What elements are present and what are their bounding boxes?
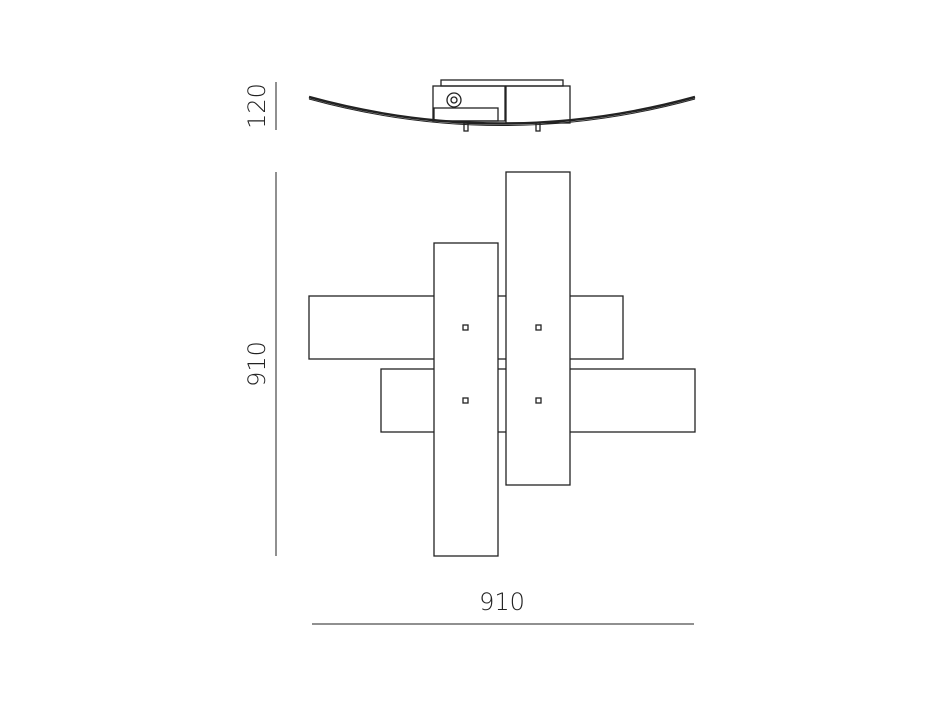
canopy-top xyxy=(440,79,564,87)
driver-box-right xyxy=(505,85,571,124)
front-height-label: 910 xyxy=(243,341,271,387)
front-view xyxy=(308,171,696,557)
driver-box-left xyxy=(432,85,506,122)
side-height-label: 120 xyxy=(243,83,271,129)
connector-icon xyxy=(446,92,462,108)
front-width-label: 910 xyxy=(479,588,525,616)
side-view xyxy=(308,79,696,132)
curved-diffuser xyxy=(308,95,696,125)
